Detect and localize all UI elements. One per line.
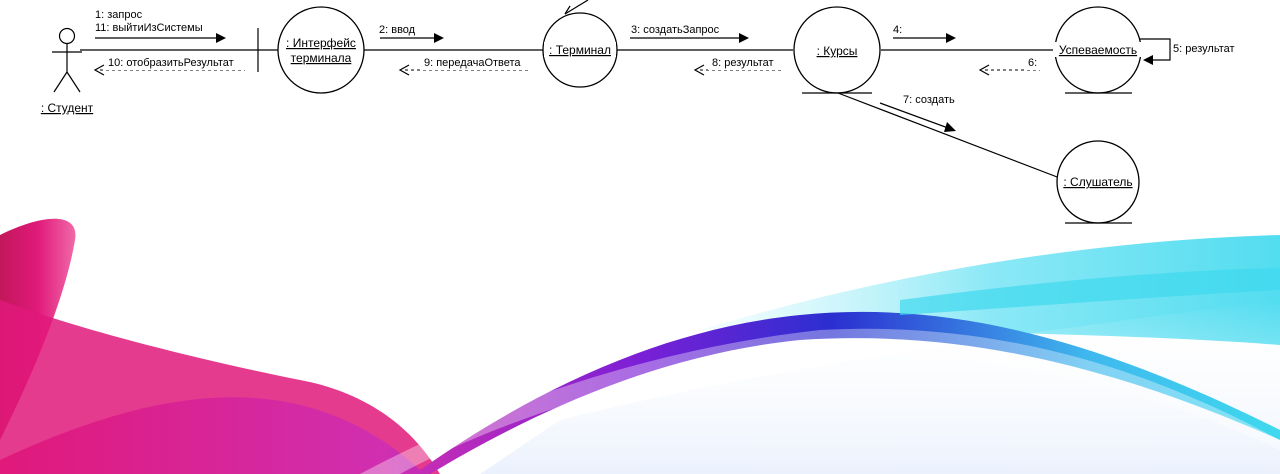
actor-student: : Студент	[41, 27, 94, 115]
label-m2: 2: ввод	[379, 24, 416, 36]
object-terminal: : Терминал	[542, 12, 618, 88]
self-loop-progress	[1140, 38, 1171, 61]
arrowhead-m10	[93, 64, 105, 76]
label-m3: 3: создатьЗапрос	[631, 24, 720, 36]
label-m9: 9: передачаОтвета	[424, 57, 521, 69]
arrowhead-m2	[434, 33, 444, 43]
terminal-label-bg	[544, 42, 616, 57]
listener-label: : Слушатель	[1063, 175, 1132, 189]
self-loop-arrowhead	[1143, 55, 1153, 65]
label-m1: 1: запрос	[95, 9, 143, 21]
label-m4: 4:	[893, 24, 902, 36]
label-m8-bg	[708, 56, 782, 70]
label-m11: 11: выйтиИзСистемы	[95, 22, 203, 34]
arrowhead-m4	[946, 33, 956, 43]
label-m8: 8: результат	[712, 57, 774, 69]
object-progress: Успеваемость	[1053, 6, 1143, 94]
wave-ribbon-main	[0, 311, 1280, 474]
link-courses-listener	[837, 92, 1066, 181]
student-label: : Студент	[41, 101, 94, 115]
arrowhead-m6	[978, 64, 990, 76]
terminal-label: : Терминал	[549, 43, 611, 57]
label-m6-bg	[1025, 56, 1043, 70]
decorative-waves	[0, 218, 1280, 474]
object-listener: : Слушатель	[1056, 140, 1140, 224]
control-arrow	[564, 0, 589, 15]
interface-label-line1: : Интерфейс	[286, 36, 356, 50]
label-m5-bg	[1171, 42, 1243, 56]
label-m10: 10: отобразитьРезультат	[108, 57, 234, 69]
progress-label: Успеваемость	[1059, 43, 1137, 57]
label-m5: 5: результат	[1173, 43, 1235, 55]
actor-leg-left	[53, 71, 68, 93]
interface-circle	[277, 6, 365, 94]
interface-label-line2: терминала	[291, 51, 352, 65]
label-m7-bg	[900, 93, 962, 107]
label-m7: 7: создать	[903, 94, 955, 106]
object-interface: : Интерфейс терминала	[277, 6, 365, 94]
actor-leg-right	[66, 71, 81, 93]
arrowhead-m9	[398, 64, 410, 76]
label-m6: 6:	[1028, 57, 1037, 69]
wave-light-sheen	[480, 300, 1280, 474]
courses-label: : Курсы	[817, 44, 858, 58]
arrowhead-m7	[944, 122, 956, 132]
wave-ribbon-highlight	[360, 328, 1280, 474]
object-courses: : Курсы	[793, 6, 881, 94]
wave-cyan-front	[900, 268, 1280, 315]
arrowhead-m3	[739, 33, 749, 43]
actor-head	[58, 27, 76, 45]
progress-label-bg	[1053, 42, 1143, 57]
arrowhead-m8	[693, 64, 705, 76]
message-labels: 1: запрос 11: выйтиИзСистемы 10: отобраз…	[95, 9, 1243, 107]
control-arrow-tip	[564, 5, 571, 15]
arrow-m7	[879, 102, 949, 129]
label-m9-bg	[420, 56, 532, 70]
arrowhead-m1	[216, 33, 226, 43]
links	[80, 0, 1171, 181]
label-m10-bg	[106, 56, 246, 70]
